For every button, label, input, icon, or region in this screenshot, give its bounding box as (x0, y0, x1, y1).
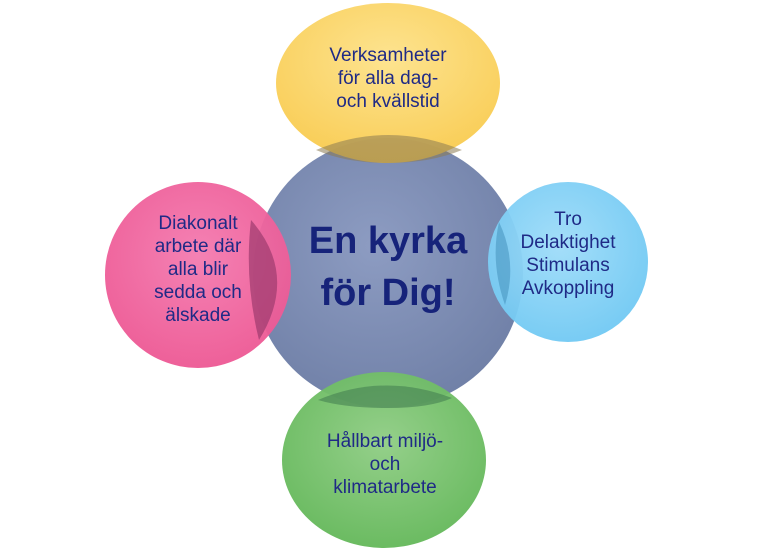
right-label: Tro Delaktighet Stimulans Avkoppling (520, 209, 616, 299)
left-circle (105, 182, 291, 368)
top-label: Verksamheter för alla dag- och kvällstid (329, 45, 447, 112)
bottom-overlap (318, 385, 452, 408)
right-circle (488, 182, 648, 342)
bottom-label: Hållbart miljö- och klimatarbete (326, 431, 444, 498)
right-overlap (495, 222, 511, 305)
center-title: En kyrka för Dig! (308, 220, 468, 314)
center-circle (253, 138, 523, 408)
bottom-circle (282, 372, 486, 548)
left-label: Diakonalt arbete där alla blir sedda och… (154, 213, 242, 326)
left-overlap (248, 220, 278, 340)
top-circle (276, 3, 500, 163)
top-overlap (316, 135, 462, 163)
